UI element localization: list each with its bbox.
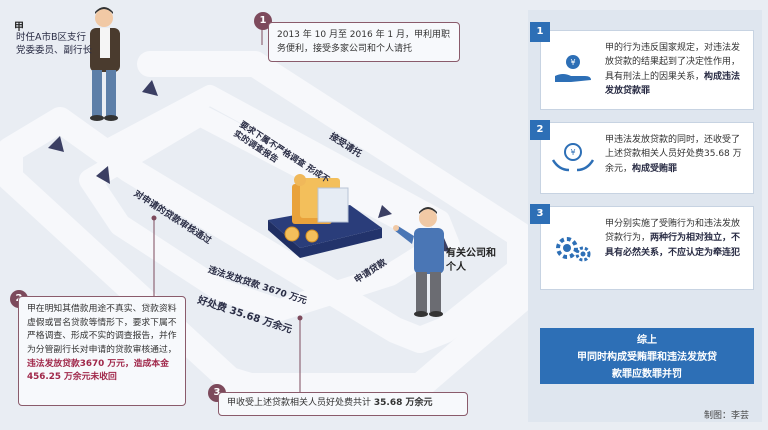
credit-text: 制图：李芸 <box>704 411 750 421</box>
right-card-3-highlight: 两种行为相对独立，不具有必然关系，不应认定为牵连犯 <box>605 233 741 258</box>
arrow-left-inner <box>96 166 110 184</box>
arrow-mid <box>378 205 392 218</box>
money-illustration <box>268 174 382 258</box>
person-b-figure <box>393 207 444 317</box>
svg-text:¥: ¥ <box>570 148 575 157</box>
summary-text: 甲同时构成受贿罪和违法发放贷款罪应数罪并罚 <box>577 352 717 380</box>
person-a-figure <box>90 7 120 121</box>
right-card-1-text: 甲的行为违反国家规定，对违法发放贷款的结果起到了决定性作用，具有刑法上的因果关系… <box>605 43 741 82</box>
party-b-name: 有关公司和个人 <box>446 248 496 273</box>
arrow-bottom-left <box>48 136 64 152</box>
step2-box: 甲在明知其借款用途不真实、贷款资料虚假或冒名贷款等情形下，要求下属不严格调查、形… <box>18 296 186 406</box>
gears-icon <box>556 237 591 262</box>
right-card-3-text: 甲分别实施了受贿行为和违法发放贷款行为， <box>605 219 741 244</box>
arrow-to-person-a <box>142 80 158 96</box>
summary-title: 综上 <box>637 335 657 346</box>
right-card-1-highlight: 构成违法发放贷款罪 <box>605 71 741 97</box>
step3-highlight: 35.68 万余元 <box>373 398 433 408</box>
right-card-1: ¥ 甲的行为违反国家规定，对违法发放贷款的结果起到了决定性作用，具有刑法上的因果… <box>540 30 754 110</box>
inner-loop-band <box>79 104 441 321</box>
step2-text: 甲在明知其借款用途不真实、贷款资料虚假或冒名贷款等情形下，要求下属不严格调查、形… <box>27 304 177 355</box>
right-card-3: 甲分别实施了受贿行为和违法发放贷款行为，两种行为相对独立，不具有必然关系，不应认… <box>540 206 754 290</box>
svg-text:¥: ¥ <box>570 58 575 67</box>
money-hand-icon: ¥ <box>555 55 591 82</box>
right-card-2: ¥ 甲违法发放贷款的同时，还收受了上述贷款相关人员好处费35.68 万余元，构成… <box>540 122 754 194</box>
step3-text: 甲收受上述贷款相关人员好处费共计 <box>227 398 372 408</box>
summary-box: 综上 甲同时构成受贿罪和违法发放贷款罪应数罪并罚 <box>540 328 754 384</box>
right-card-3-number: 3 <box>530 204 550 224</box>
person-a-name: 甲 <box>14 22 24 33</box>
step2-highlight: 违法发放贷款3670 万元，造成本金 456.25 万余元未收回 <box>27 358 169 383</box>
step1-text: 2013 年 10 月至 2016 年 1 月，甲利用职务便利，接受多家公司和个… <box>277 30 451 54</box>
right-card-2-highlight: 构成受贿罪 <box>632 163 678 174</box>
step1-number: 1 <box>254 12 272 30</box>
outer-loop-band <box>0 51 533 399</box>
right-card-2-number: 2 <box>530 120 550 140</box>
right-card-1-number: 1 <box>530 22 550 42</box>
step3-box: 甲收受上述贷款相关人员好处费共计 35.68 万余元 <box>218 392 468 416</box>
step1-box: 2013 年 10 月至 2016 年 1 月，甲利用职务便利，接受多家公司和个… <box>268 22 460 62</box>
right-card-2-text: 甲违法发放贷款的同时，还收受了上述贷款相关人员好处费35.68 万余元， <box>605 135 742 174</box>
coin-hands-icon: ¥ <box>551 143 595 172</box>
person-a-role: 时任A市B区支行党委委员、副行长 <box>16 32 93 56</box>
middle-loop-band <box>100 85 460 255</box>
